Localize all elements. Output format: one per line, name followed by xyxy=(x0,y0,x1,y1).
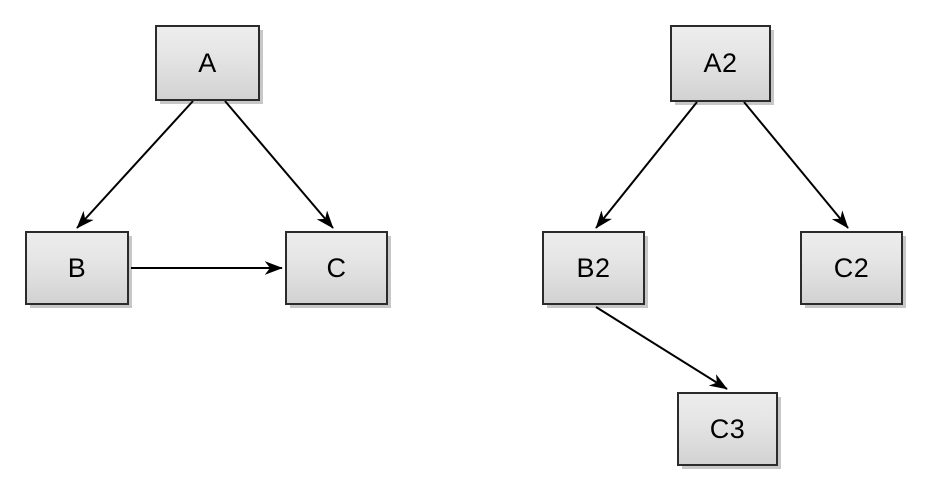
edge-a2-to-b2 xyxy=(595,101,698,229)
node-b2[interactable]: B2 xyxy=(542,231,645,305)
node-label: B2 xyxy=(576,252,611,283)
edge-a-to-b xyxy=(76,100,194,229)
edge-a2-to-c2 xyxy=(743,101,849,229)
node-label: A2 xyxy=(703,48,738,78)
node-label: A xyxy=(198,47,217,78)
edge-b2-to-c3 xyxy=(595,306,728,390)
node-label: B xyxy=(67,252,87,283)
node-c[interactable]: C xyxy=(285,231,388,305)
node-label: C xyxy=(326,252,347,283)
node-a[interactable]: A xyxy=(155,25,260,101)
node-c3[interactable]: C3 xyxy=(677,392,778,466)
node-label: C3 xyxy=(709,413,746,444)
node-label: C2 xyxy=(833,252,870,283)
node-b[interactable]: B xyxy=(25,231,129,305)
edge-a-to-c xyxy=(224,100,334,229)
node-c2[interactable]: C2 xyxy=(800,231,903,305)
node-a2[interactable]: A2 xyxy=(670,25,771,102)
